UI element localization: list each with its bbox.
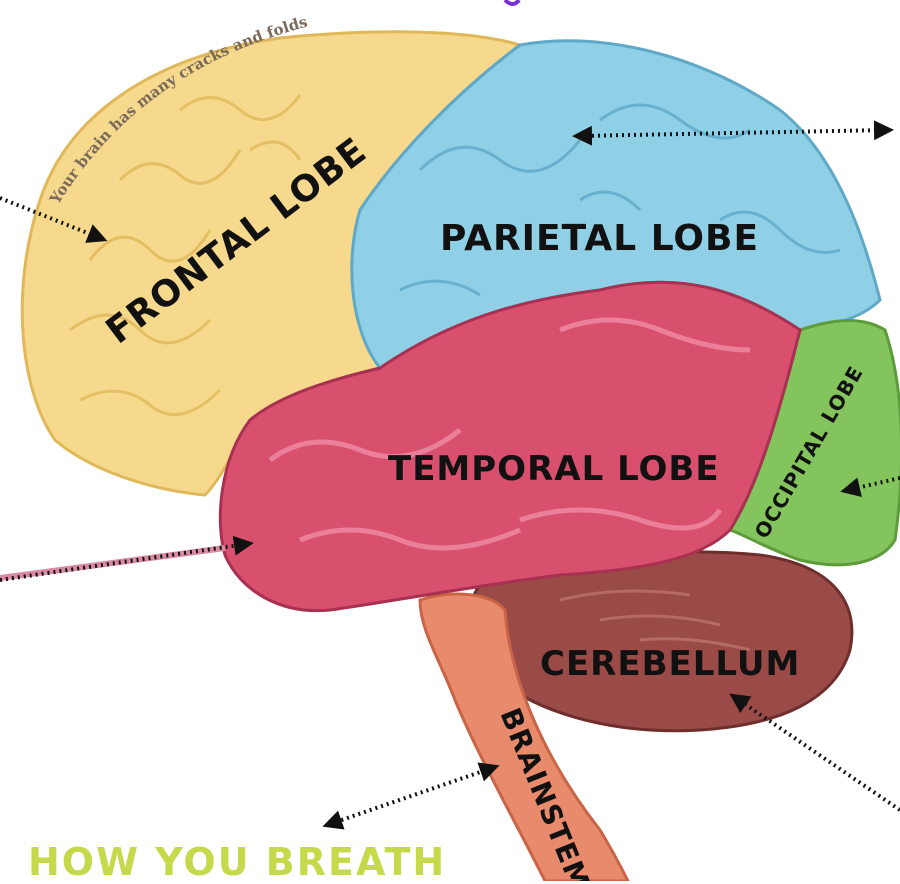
label-parietal-lobe: PARIETAL LOBE [440,218,759,259]
top-fragment [505,0,519,4]
label-temporal-lobe: TEMPORAL LOBE [388,449,720,489]
arrow-cerebellum [736,698,900,810]
bottom-caption: HOW YOU BREATH [28,843,446,881]
label-cerebellum: CEREBELLUM [540,644,800,684]
arrow-brainstem [330,768,492,824]
